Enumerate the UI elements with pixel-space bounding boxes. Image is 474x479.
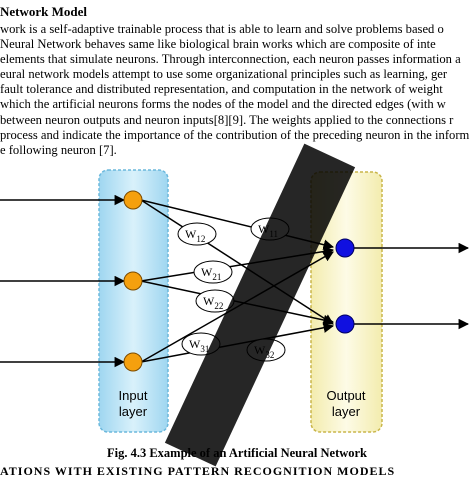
output-node <box>335 314 355 334</box>
weight-label: W22 <box>195 289 235 313</box>
paragraph-line: which the artificial neurons forms the n… <box>0 97 446 112</box>
input-node <box>123 271 143 291</box>
weight-label: W12 <box>177 222 217 246</box>
weight-subscript: 22 <box>214 301 223 311</box>
next-section-heading-partial: ATIONS WITH EXISTING PATTERN RECOGNITION… <box>0 464 396 478</box>
connection-edge <box>140 199 334 325</box>
output-node <box>335 238 355 258</box>
paragraph-line: Neural Network behaves same like biologi… <box>0 37 436 52</box>
svg-text:W21: W21 <box>201 265 221 282</box>
paragraph-line: fault tolerance and distributed represen… <box>0 82 443 97</box>
weight-subscript: 21 <box>212 272 221 282</box>
weight-symbol: W <box>201 265 213 279</box>
input-node <box>123 190 143 210</box>
svg-text:W12: W12 <box>185 227 205 244</box>
weight-label: W21 <box>193 260 233 284</box>
paragraph-line: between neuron outputs and neuron inputs… <box>0 112 454 127</box>
output-layer-label: layer <box>332 404 361 419</box>
input-node <box>123 352 143 372</box>
weight-symbol: W <box>203 294 215 308</box>
output-layer-label: Output <box>326 388 365 403</box>
input-layer-label: layer <box>119 404 148 419</box>
section-heading: Network Model <box>0 4 88 19</box>
weight-symbol: W <box>189 337 201 351</box>
svg-text:W31: W31 <box>189 337 209 354</box>
weight-symbol: W <box>185 227 197 241</box>
paragraph-line: eural network models attempt to use some… <box>0 67 448 82</box>
figure-caption: Fig. 4.3 Example of an Artificial Neural… <box>106 446 368 460</box>
paragraph-line: e following neuron [7]. <box>0 142 117 157</box>
paragraph-line: process and indicate the importance of t… <box>0 127 470 142</box>
svg-text:W22: W22 <box>203 294 223 311</box>
body-paragraph: work is a self-adaptive trainable proces… <box>0 22 474 158</box>
paragraph-line: work is a self-adaptive trainable proces… <box>0 22 444 36</box>
weight-subscript: 31 <box>200 344 209 354</box>
weight-subscript: 12 <box>196 234 205 244</box>
paragraph-line: elements that simulate neurons. Through … <box>0 52 461 67</box>
weight-subscript: 32 <box>265 350 274 360</box>
input-layer-label: Input <box>119 388 148 403</box>
